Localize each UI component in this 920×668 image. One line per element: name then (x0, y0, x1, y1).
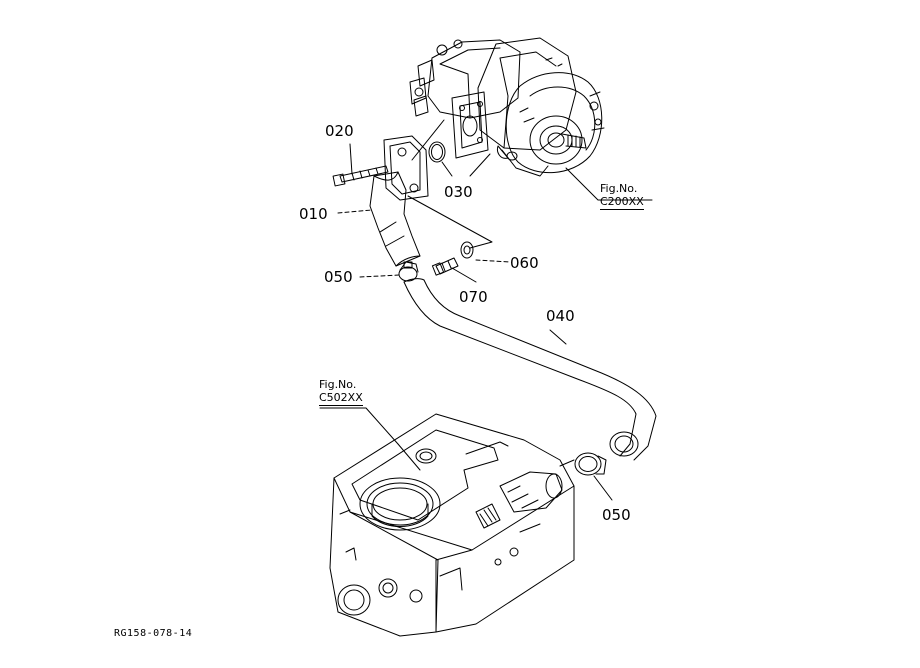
control-valve-body (329, 413, 575, 637)
part-050-upper-clamp (398, 261, 419, 282)
hydraulic-pump (409, 37, 605, 177)
pump-leader-left (411, 119, 445, 161)
figure-ref-valve-prefix: Fig.No. (319, 378, 357, 391)
part-010-suction-pipe (369, 135, 429, 267)
assembly-guide-line (407, 195, 493, 249)
callout-040: 040 (546, 307, 575, 325)
part-040-hose (403, 278, 657, 461)
callout-050-lower: 050 (602, 506, 631, 524)
part-020-bolt (332, 165, 389, 187)
part-070-screw (431, 257, 459, 276)
drawing-reference-number: RG158-078-14 (114, 628, 193, 639)
callout-010: 010 (299, 205, 328, 223)
callout-020: 020 (325, 122, 354, 140)
callout-030: 030 (444, 183, 473, 201)
figure-ref-valve-code: C502XX (319, 391, 363, 406)
part-030-o-ring (428, 141, 446, 163)
callout-leaders (319, 143, 653, 501)
figure-ref-pump-code: C200XX (600, 195, 644, 210)
part-060-washer (460, 241, 474, 259)
part-050-lower-clamp (574, 452, 607, 476)
figure-ref-pump-prefix: Fig.No. (600, 182, 638, 195)
callout-070: 070 (459, 288, 488, 306)
pump-leader-right (469, 153, 491, 177)
callout-060: 060 (510, 254, 539, 272)
callout-050-upper: 050 (324, 268, 353, 286)
figure-ref-pump[interactable]: Fig.No. C200XX (600, 182, 644, 210)
figure-ref-valve[interactable]: Fig.No. C502XX (319, 378, 363, 406)
